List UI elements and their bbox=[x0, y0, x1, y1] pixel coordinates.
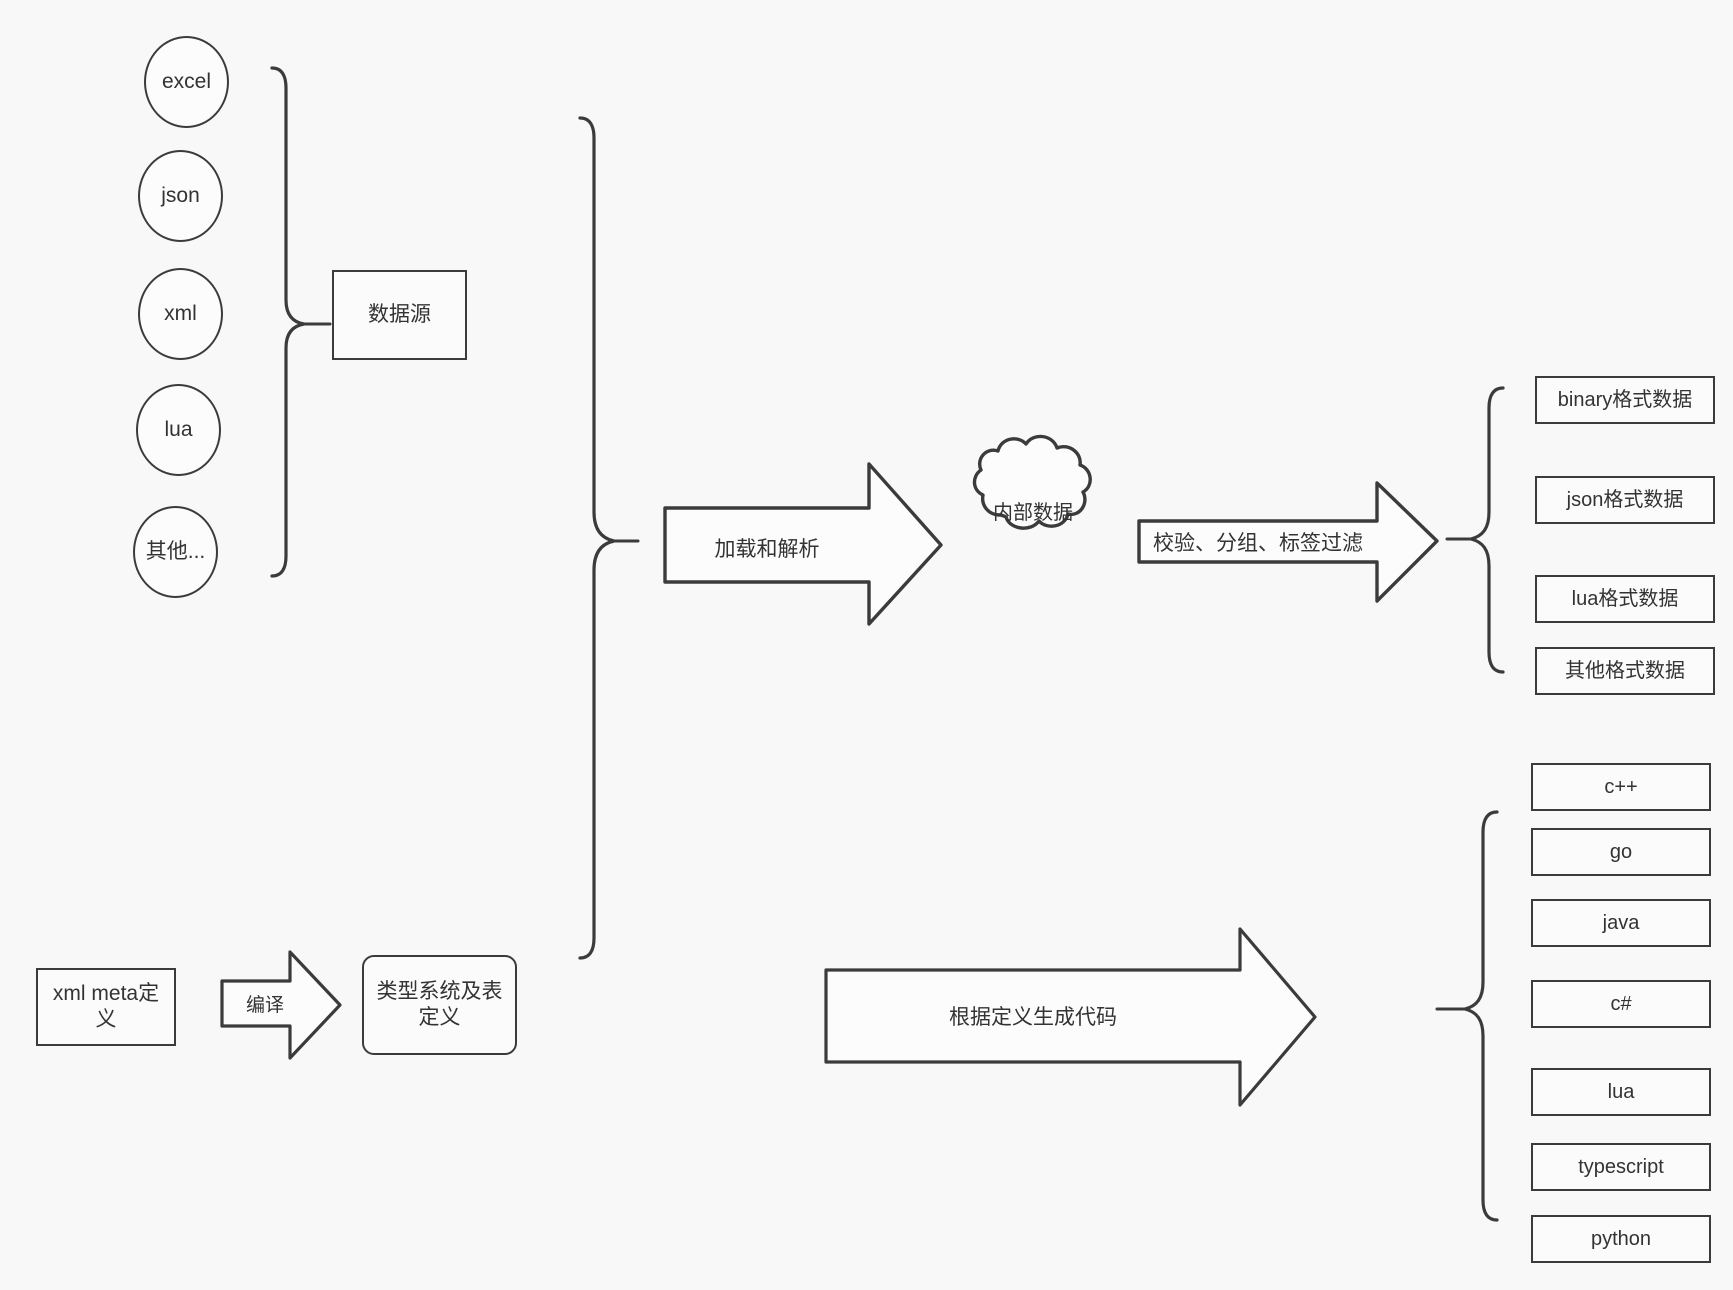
internal-data-cloud-label: 内部数据 bbox=[993, 501, 1073, 524]
output-language-label: c# bbox=[1610, 992, 1632, 1015]
source-node-label: lua bbox=[164, 417, 193, 441]
internal-data-cloud bbox=[972, 434, 1092, 530]
source-node-lua[interactable]: lua bbox=[136, 384, 221, 476]
codegen-arrow-label: 根据定义生成代码 bbox=[949, 1006, 1117, 1029]
output-format-binary[interactable]: binary格式数据 bbox=[1535, 376, 1715, 424]
output-language-label: c++ bbox=[1604, 775, 1638, 798]
output-language-label: lua bbox=[1607, 1080, 1635, 1103]
source-node-excel[interactable]: excel bbox=[144, 36, 229, 128]
source-node-label: 其他... bbox=[145, 539, 206, 563]
source-group-brace bbox=[270, 66, 306, 578]
output-format-other[interactable]: 其他格式数据 bbox=[1535, 647, 1715, 695]
validate-group-filter-arrow-label: 校验、分组、标签过滤 bbox=[1153, 531, 1363, 555]
language-group-brace bbox=[1463, 810, 1499, 1222]
load-parse-arrow bbox=[663, 462, 943, 626]
output-format-label: 其他格式数据 bbox=[1565, 659, 1685, 682]
output-language-typescript[interactable]: typescript bbox=[1531, 1143, 1711, 1191]
xml-meta-definition-box[interactable]: xml meta定义 bbox=[36, 968, 176, 1046]
validate-group-filter-arrow-label-wrap: 校验、分组、标签过滤 bbox=[1139, 521, 1377, 562]
data-format-group-brace bbox=[1469, 386, 1505, 674]
output-format-label: json格式数据 bbox=[1566, 488, 1684, 511]
type-system-box[interactable]: 类型系统及表定义 bbox=[362, 955, 517, 1055]
output-language-cpp[interactable]: c++ bbox=[1531, 763, 1711, 811]
output-format-label: lua格式数据 bbox=[1571, 587, 1679, 610]
output-language-label: java bbox=[1602, 911, 1640, 934]
internal-data-cloud-label-wrap: 内部数据 bbox=[980, 455, 1086, 565]
source-node-label: excel bbox=[161, 69, 212, 93]
output-language-csharp[interactable]: c# bbox=[1531, 980, 1711, 1028]
source-node-xml[interactable]: xml bbox=[138, 268, 223, 360]
output-language-python[interactable]: python bbox=[1531, 1215, 1711, 1263]
source-node-other[interactable]: 其他... bbox=[133, 506, 218, 598]
compile-arrow bbox=[220, 950, 342, 1060]
compile-arrow-label: 编译 bbox=[245, 995, 284, 1016]
output-language-lua[interactable]: lua bbox=[1531, 1068, 1711, 1116]
source-node-label: xml bbox=[164, 301, 197, 325]
source-node-label: json bbox=[161, 183, 200, 207]
output-language-label: typescript bbox=[1578, 1155, 1664, 1178]
codegen-arrow bbox=[824, 927, 1317, 1107]
output-format-lua[interactable]: lua格式数据 bbox=[1535, 575, 1715, 623]
data-source-label: 数据源 bbox=[368, 302, 431, 326]
xml-meta-definition-label: xml meta定义 bbox=[52, 981, 160, 1031]
load-parse-arrow-label-wrap: 加载和解析 bbox=[665, 518, 869, 578]
source-node-json[interactable]: json bbox=[138, 150, 223, 242]
data-source-box[interactable]: 数据源 bbox=[332, 270, 467, 360]
output-language-label: go bbox=[1609, 840, 1633, 863]
codegen-arrow-label-wrap: 根据定义生成代码 bbox=[826, 970, 1240, 1062]
output-language-java[interactable]: java bbox=[1531, 899, 1711, 947]
validate-group-filter-arrow bbox=[1137, 481, 1439, 603]
pipeline-input-brace bbox=[578, 116, 616, 960]
compile-arrow-label-wrap: 编译 bbox=[222, 981, 308, 1026]
output-format-label: binary格式数据 bbox=[1557, 388, 1693, 411]
output-language-label: python bbox=[1590, 1227, 1652, 1250]
output-format-json[interactable]: json格式数据 bbox=[1535, 476, 1715, 524]
output-language-go[interactable]: go bbox=[1531, 828, 1711, 876]
load-parse-arrow-label: 加载和解析 bbox=[714, 538, 820, 561]
type-system-label: 类型系统及表定义 bbox=[376, 979, 503, 1029]
